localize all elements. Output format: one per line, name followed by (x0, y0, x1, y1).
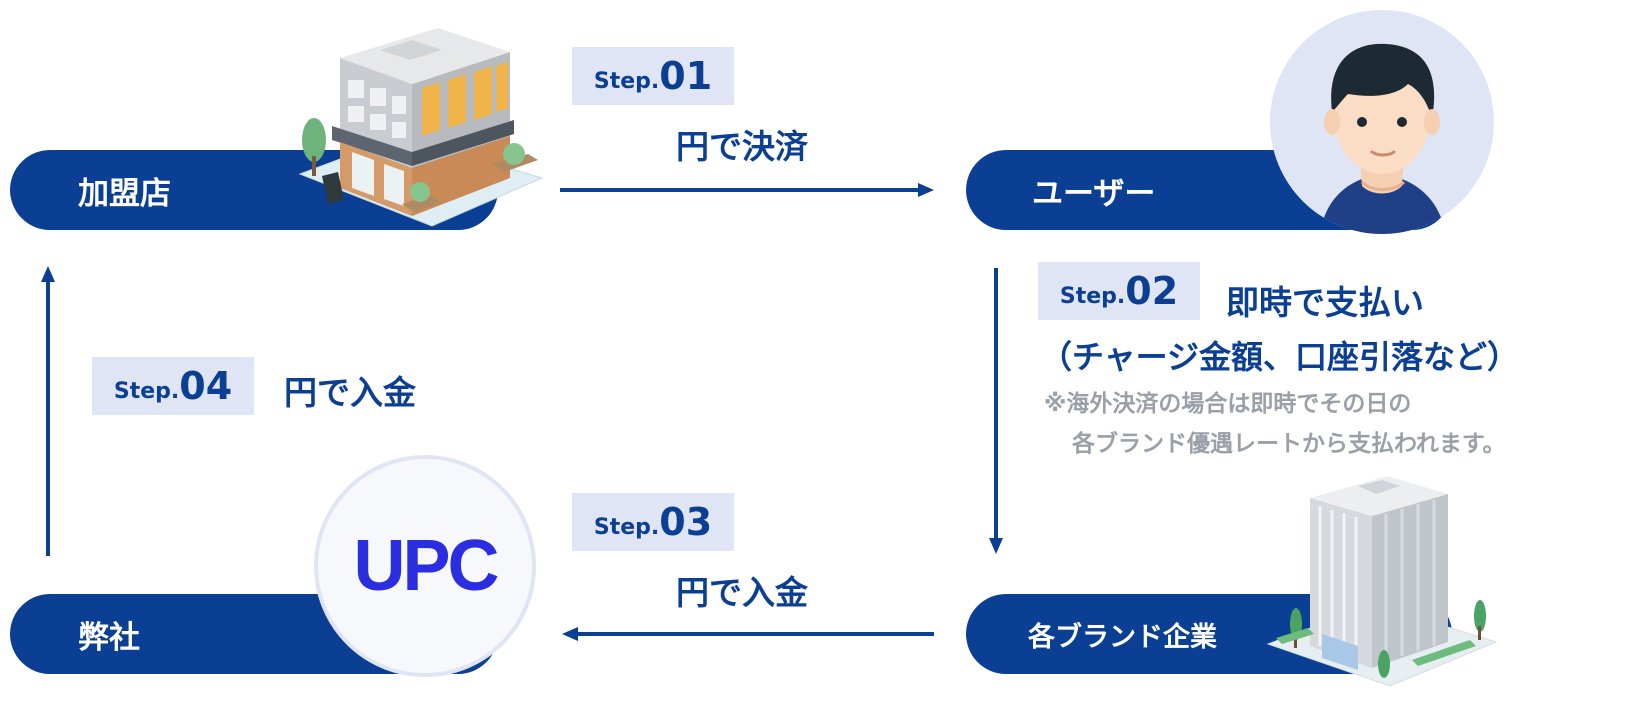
arrow-step-01 (560, 183, 934, 197)
upc-logo-text: UPC (353, 526, 499, 606)
step-02-note-line1: ※海外決済の場合は即時でその日の (1044, 391, 1412, 417)
office-building-icon (1266, 476, 1498, 687)
step-04-number: 04 (179, 364, 233, 408)
step-03-number: 03 (659, 500, 713, 544)
step-02-label: 即時で支払い (1226, 283, 1424, 322)
step-01-prefix: Step. (593, 69, 660, 94)
step-01-badge: Step.01 (572, 47, 734, 105)
step-01-number: 01 (659, 54, 713, 98)
arrow-step-02 (989, 268, 1003, 554)
step-02-number: 02 (1125, 269, 1179, 313)
node-company-label: 弊社 (78, 619, 140, 656)
step-02-note-line2: 各ブランド優遇レートから支払われます。 (1072, 431, 1506, 457)
step-03-prefix: Step. (593, 515, 660, 540)
step-03-badge: Step.03 (572, 493, 734, 551)
step-03-label: 円で入金 (676, 573, 808, 612)
step-02-prefix: Step. (1059, 284, 1126, 309)
step-02-badge: Step.02 (1038, 262, 1200, 320)
node-user-label: ユーザー (1032, 175, 1156, 212)
node-merchant-label: 加盟店 (78, 175, 171, 212)
step-02-label-detail: （チャージ金額、口座引落など） (1040, 338, 1520, 376)
node-brand-label: 各ブランド企業 (1028, 621, 1217, 653)
store-icon (298, 28, 544, 227)
step-04-badge: Step.04 (92, 357, 254, 415)
arrow-step-04 (41, 266, 55, 556)
step-01-label: 円で決済 (676, 127, 808, 166)
upc-logo-icon: UPC (314, 455, 536, 677)
user-avatar-icon (1270, 10, 1494, 234)
step-04-prefix: Step. (113, 379, 180, 404)
step-04-label: 円で入金 (284, 373, 416, 412)
arrow-step-03 (562, 627, 934, 641)
